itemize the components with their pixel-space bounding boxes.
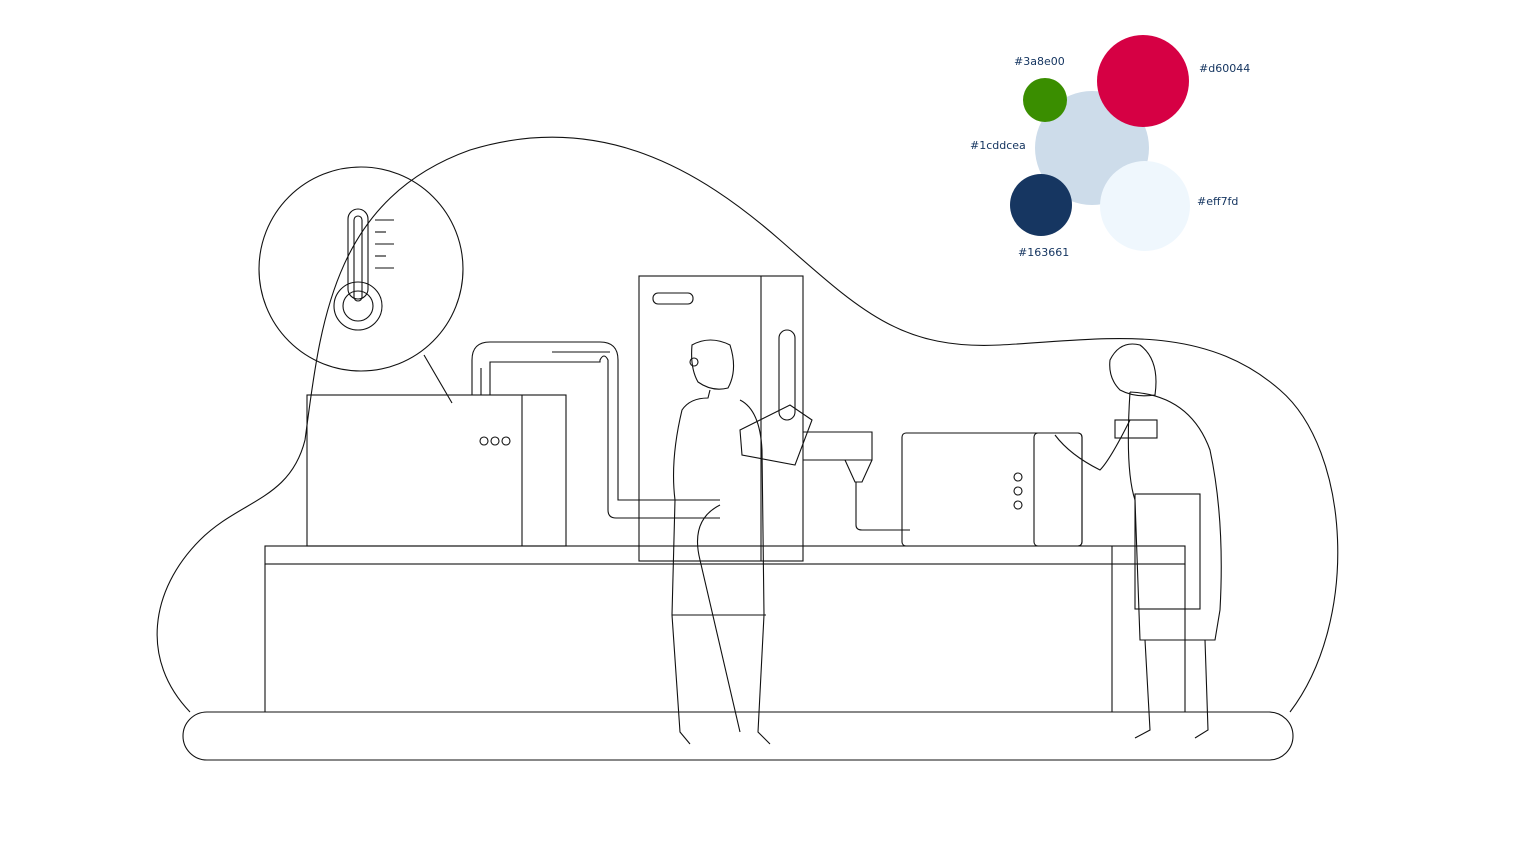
tablet: [739, 404, 813, 466]
right-machine: [901, 432, 1083, 547]
swatch-label-light-blue: #1cddcea: [970, 139, 1026, 152]
thermometer-callout: [258, 166, 464, 372]
lab-table-top: [264, 545, 1186, 565]
swatch-navy: [1010, 174, 1072, 236]
tall-cabinet: [638, 275, 804, 562]
swatch-label-pale-blue: #eff7fd: [1197, 195, 1239, 208]
swatch-red: [1097, 35, 1189, 127]
swatch-label-navy: #163661: [1018, 246, 1070, 259]
thermometer-icon: [333, 208, 394, 331]
floor-base: [182, 711, 1294, 761]
left-machine: [306, 394, 567, 547]
swatch-label-red: #d60044: [1199, 62, 1251, 75]
swatch-pale-blue: [1100, 161, 1190, 251]
background-blob: [156, 136, 1339, 713]
swatch-green: [1023, 78, 1067, 122]
swatch-label-green: #3a8e00: [1014, 55, 1065, 68]
female-scientist: [1054, 343, 1222, 739]
male-scientist: [671, 339, 813, 745]
